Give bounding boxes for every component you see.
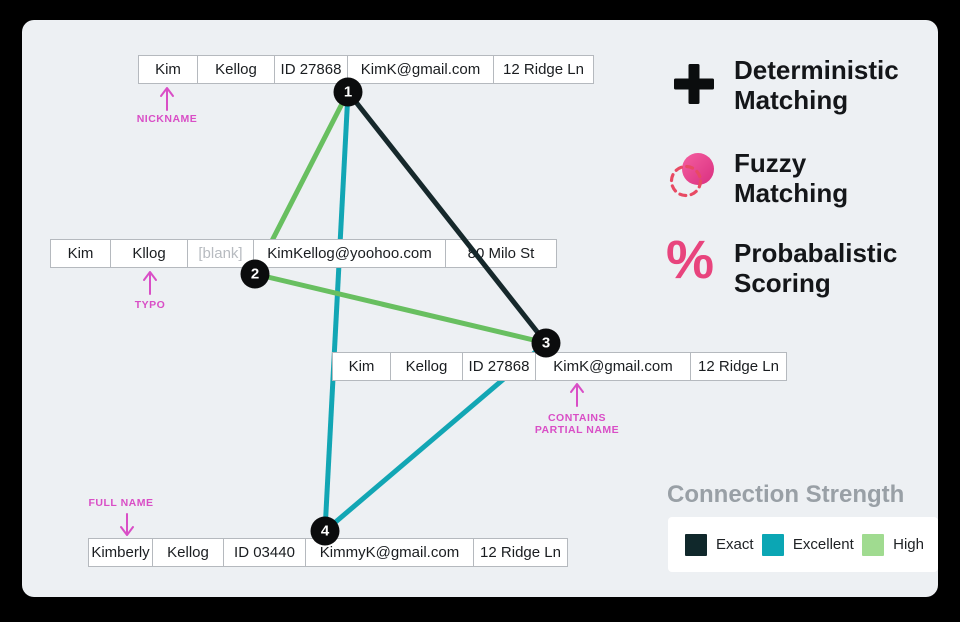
- plus-icon: [674, 64, 714, 104]
- annotation-contains-partial-name: CONTAINS PARTIAL NAME: [534, 412, 620, 436]
- legend-item-exact: Exact: [685, 533, 754, 556]
- legend-label-exact: Exact: [716, 536, 754, 553]
- record-cell-address: 12 Ridge Ln: [503, 61, 584, 78]
- fuzzy-circle-icon: [669, 153, 714, 198]
- record-cell-id: ID 27868: [275, 56, 348, 83]
- record-cell-first-name: Kim: [51, 240, 111, 267]
- record-cell-address: 12 Ridge Ln: [480, 544, 561, 561]
- legend-label-excellent: Excellent: [792, 536, 854, 553]
- record-row-2: Kim Kllog [blank] KimKellog@yoohoo.com 8…: [50, 239, 557, 268]
- record-row-1: Kim Kellog ID 27868 KimK@gmail.com 12 Ri…: [138, 55, 594, 84]
- connection-strength-title: Connection Strength: [667, 481, 905, 508]
- record-cell-last-name: Kellog: [153, 539, 224, 566]
- annotation-full-name: FULL NAME: [88, 497, 154, 509]
- connection-strength-legend: Exact Excellent High: [668, 517, 938, 572]
- legend-item-excellent: Excellent: [761, 533, 854, 556]
- probabalistic-scoring-label: Probabalistic Scoring: [734, 238, 898, 298]
- node-2: 2: [240, 259, 270, 289]
- fuzzy-matching-label: Fuzzy Matching: [734, 148, 849, 208]
- record-cell-email: KimK@gmail.com: [536, 353, 691, 380]
- deterministic-matching-label: Deterministic Matching: [734, 55, 899, 115]
- legend-item-high: High: [862, 533, 924, 556]
- record-cell-first-name: Kim: [333, 353, 391, 380]
- record-cell-address: 12 Ridge Ln: [698, 358, 779, 375]
- excellent-swatch: [761, 533, 784, 556]
- high-swatch: [862, 533, 885, 556]
- record-row-3: Kim Kellog ID 27868 KimK@gmail.com 12 Ri…: [332, 352, 787, 381]
- record-cell-first-name: Kimberly: [89, 539, 153, 566]
- record-cell-last-name: Kellog: [391, 353, 463, 380]
- record-cell-last-name: Kllog: [111, 240, 188, 267]
- record-cell-address: 80 Milo St: [467, 245, 535, 262]
- record-cell-email: KimKellog@yoohoo.com: [254, 240, 446, 267]
- node-1: 1: [333, 77, 363, 107]
- node-4: 4: [310, 516, 340, 546]
- record-cell-first-name: Kim: [139, 56, 198, 83]
- node-3: 3: [531, 328, 561, 358]
- legend-label-high: High: [893, 536, 924, 553]
- percent-icon: %: [666, 230, 715, 290]
- record-cell-last-name: Kellog: [198, 56, 275, 83]
- annotation-nickname: NICKNAME: [136, 113, 198, 125]
- record-cell-email: KimK@gmail.com: [348, 56, 494, 83]
- record-cell-id: ID 03440: [224, 539, 306, 566]
- annotation-typo: TYPO: [134, 299, 166, 311]
- exact-swatch: [685, 533, 707, 556]
- record-cell-email: KimmyK@gmail.com: [306, 539, 474, 566]
- record-cell-id: ID 27868: [463, 353, 536, 380]
